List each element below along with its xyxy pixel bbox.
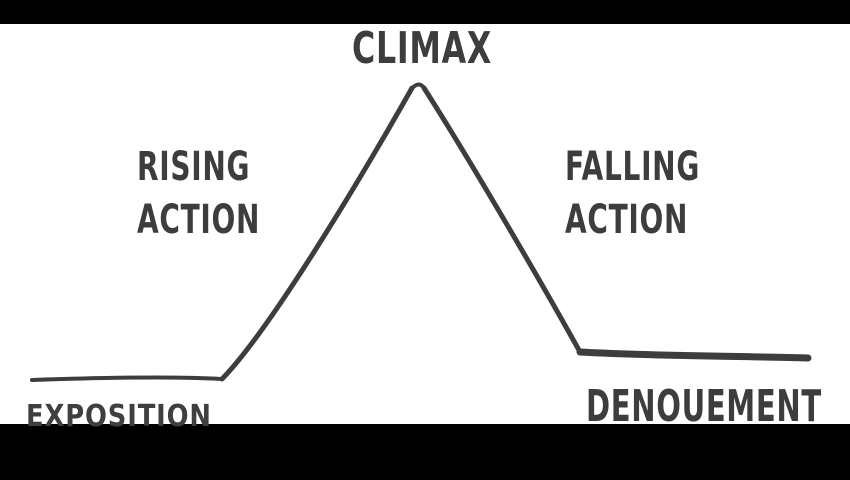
denouement-line bbox=[576, 348, 812, 362]
exposition-label: EXPOSITION bbox=[26, 399, 212, 434]
falling-action-label: FALLING ACTION bbox=[565, 144, 701, 243]
climax-label: CLIMAX bbox=[352, 23, 493, 74]
exposition-line bbox=[30, 375, 224, 382]
falling-action-line bbox=[421, 85, 583, 355]
rising-action-line bbox=[219, 85, 415, 382]
rising-action-label: RISING ACTION bbox=[137, 144, 261, 243]
denouement-label: DENOUEMENT bbox=[586, 381, 822, 432]
